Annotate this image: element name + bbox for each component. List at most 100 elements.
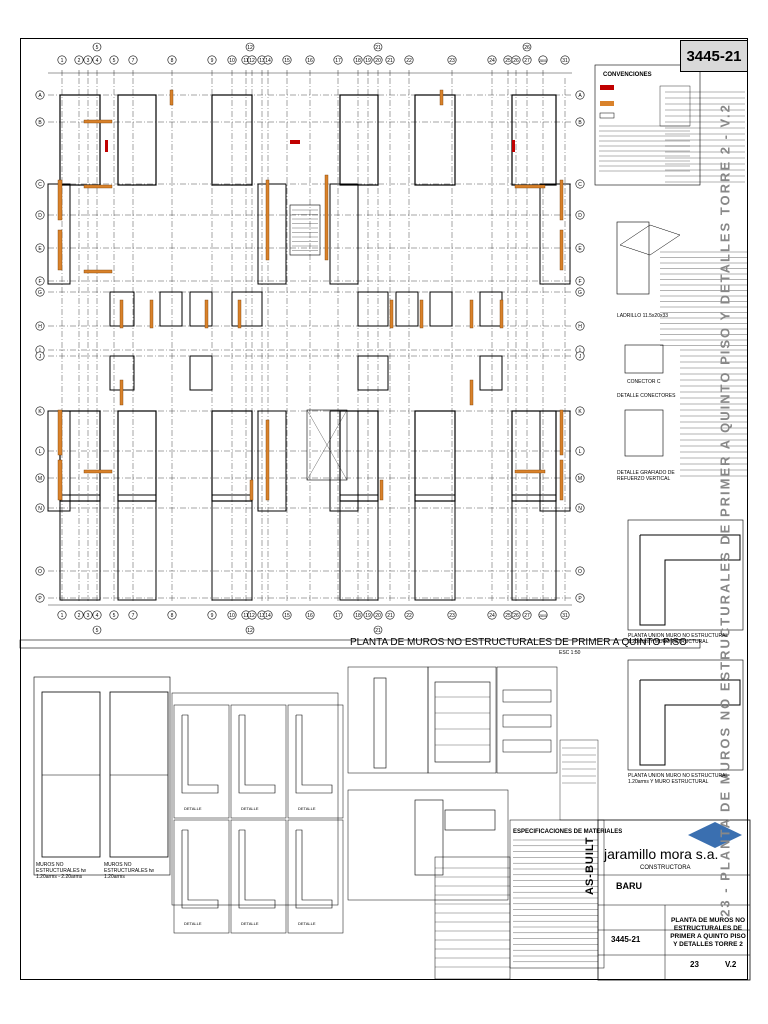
grid-col-bubble-top [353,55,363,65]
corridor-wall [357,291,389,327]
grid-col-label-bottom: 24 [489,613,495,619]
union-col-detail [347,789,509,901]
grid-col-bubble-top [511,55,521,65]
grid-col-bubble-top [92,55,102,65]
grid-col-bubble-top [57,55,67,65]
detail-cell [173,819,230,934]
detalle-label: DETALLE [241,806,259,811]
top-marker-label: 21 [375,45,381,51]
grid-row-label-left: L [39,449,42,455]
structural-marker [105,140,108,152]
band [19,639,701,649]
grid-col-bubble-top [560,55,570,65]
beam-section [444,809,496,831]
non-structural-wall [514,469,546,474]
non-structural-wall [237,299,242,329]
conventions-title: CONVENCIONES [603,72,652,78]
grid-row-label-left: N [38,506,42,512]
grid-row-label-left: D [38,213,42,219]
bottom-marker-label: 5 [96,628,99,634]
notes-box [659,85,691,127]
muros-panel [33,676,171,876]
company-sub: CONSTRUCTORA [640,865,691,871]
grid-col-bubble-bottom [128,610,138,620]
grid-col-label-bottom: 22 [406,613,412,619]
top-marker-label: 12 [247,45,253,51]
structural-marker [512,140,515,152]
sheet-title: PLANTA DE MUROS NO ESTRUCTURALES DE PRIM… [670,917,746,948]
stair-core [289,204,321,256]
grid-col-bubble-top [74,55,84,65]
grid-col-label-bottom: 7 [132,613,135,619]
grid-col-bubble-bottom [83,610,93,620]
grid-col-label-bottom: 15 [284,613,290,619]
titleblock-number: 3445-21 [611,935,641,944]
grid-col-label-top: 26 [513,58,519,64]
grid-col-bubble-top [263,55,273,65]
non-structural-wall [265,419,270,501]
wing-wall [539,410,571,512]
note-box [559,739,599,821]
conventions-panel [594,64,701,186]
grid-col-label-top: 24 [489,58,495,64]
grid-row-bubble-right [575,179,585,189]
detalle-label: DETALLE [298,921,316,926]
grid-row-label-left: H [38,324,42,330]
grid-col-bubble-top [487,55,497,65]
grid-col-bubble-top [333,55,343,65]
grid-row-label-left: P [38,596,42,602]
grid-col-bubble-bottom [74,610,84,620]
grid-row-bubble-left [35,243,45,253]
grid-col-bubble-bottom [404,610,414,620]
version: V.2 [725,960,737,969]
non-structural-wall [559,409,564,456]
grid-col-label-bottom: 31 [562,613,568,619]
grid-col-label-top: 5 [113,58,116,64]
grid-col-label-bottom: 5 [113,613,116,619]
grid-col-bubble-bottom [447,610,457,620]
detail-section [238,714,276,794]
apartment-room [339,410,379,502]
grid-col-bubble-bottom [353,610,363,620]
grid-row-bubble-right [575,276,585,286]
grid-row-label-right: C [578,182,582,188]
details-panel [171,692,339,906]
grid-col-label-top: 19 [365,58,371,64]
grid-row-label-right: G [578,290,582,296]
detail-section [295,829,333,909]
grid-row-bubble-right [575,321,585,331]
wing-wall [329,410,359,512]
non-structural-wall [514,184,546,189]
non-structural-wall [57,459,63,501]
grid-row-label-right: K [578,409,582,415]
grid-row-bubble-right [575,210,585,220]
company-name: jaramillo mora s.a. [604,846,719,862]
non-structural-wall [499,299,504,329]
grid-row-label-right: J [579,354,582,360]
corridor-wall [395,291,419,327]
grid-col-bubble-bottom [207,610,217,620]
union-outline-1 [639,534,741,626]
grid-row-label-right: D [578,213,582,219]
grid-col-bubble-top [363,55,373,65]
grid-col-bubble-bottom [373,610,383,620]
grid-row-label-left: A [38,93,42,99]
detail-section [238,829,276,909]
grid-col-bubble-bottom [247,610,257,620]
detail-section [181,829,219,909]
top-marker-label: 26 [524,45,530,51]
non-structural-wall [469,379,474,406]
non-structural-wall [119,299,124,329]
grid-col-bubble-top [128,55,138,65]
grid-row-label-left: O [38,569,42,575]
grid-col-bubble-bottom [263,610,273,620]
grid-col-label-bottom: 16 [307,613,313,619]
apartment-room [117,94,157,186]
apartment-room [59,494,101,601]
grid-col-label-bottom: 2800 [539,614,547,618]
grid-col-label-bottom: 20 [375,613,381,619]
grid-row-bubble-right [575,287,585,297]
union-panel-1 [627,519,744,631]
grid-col-label-bottom: 21 [387,613,393,619]
union-panel-2 [627,659,744,771]
